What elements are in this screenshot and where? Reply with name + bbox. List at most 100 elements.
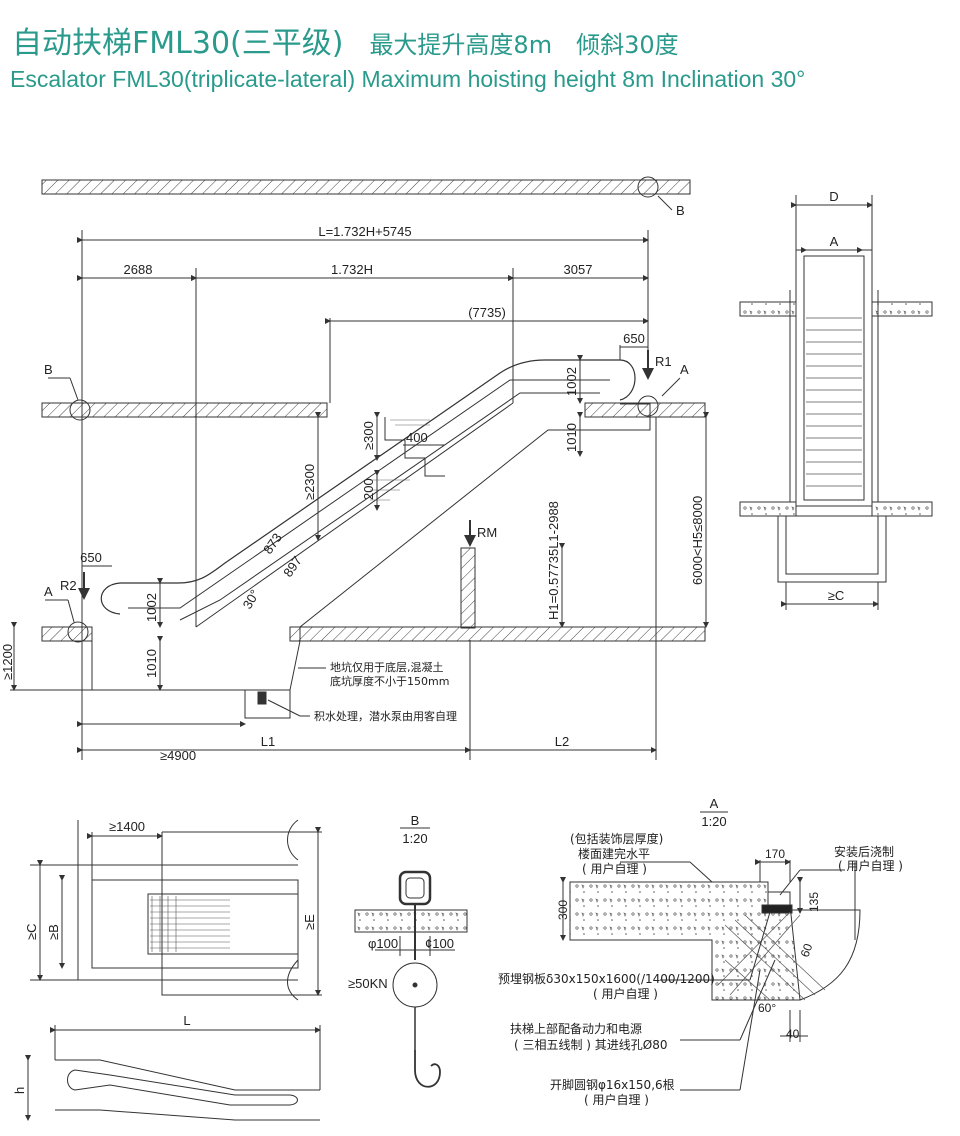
detail-circle-a-bottom: [67, 621, 89, 643]
detail-circle-b-left: [69, 399, 91, 421]
note-water: 积水处理，潜水泵由用客自理: [314, 709, 457, 723]
side-view-labels: L=1.732H+5745 2688 1.732H 3057 (7735) 65…: [0, 203, 705, 763]
detail-b-labels: B 1:20 φ100 ¢100 ≥50KN: [348, 813, 454, 991]
detail-a-note-power-2: ( 三相五线制 ) 其进线孔Ø80: [514, 1038, 668, 1052]
dim-right: 3057: [564, 262, 593, 277]
detail-a-angle-60: 60°: [758, 1001, 776, 1015]
front-upper-slab-left: [739, 301, 797, 317]
dim-1002-top: 1002: [564, 367, 579, 396]
dim-2300: ≥2300: [302, 464, 317, 500]
lower-floor-slab-right: [289, 626, 706, 642]
angle-30: 30°: [240, 587, 263, 612]
dim-h5: 6000<H5≤8000: [690, 496, 705, 585]
detail-a-note-1: (包括装饰层厚度): [570, 831, 663, 846]
detail-a-dim-300: 300: [556, 900, 570, 920]
detail-b: [354, 827, 468, 1088]
page-title-en: Escalator FML30(triplicate-lateral) Maxi…: [10, 66, 806, 92]
detail-circle-a-top: [637, 395, 659, 417]
detail-a-dim-135: 135: [807, 892, 821, 912]
detail-a-note-plate: 预埋钢板δ30x150x1600(/1400/1200): [498, 972, 715, 986]
dim-4900: ≥4900: [160, 748, 196, 763]
detail-b-scale: 1:20: [402, 831, 427, 846]
front-lower-slab-left: [739, 501, 797, 517]
front-pit: [777, 515, 887, 583]
detail-b-label: B: [411, 813, 420, 828]
page-subtitle: 最大提升高度8m 倾斜30度: [369, 31, 679, 59]
detail-a-plate: [761, 904, 793, 914]
profile-view: [55, 1059, 320, 1121]
front-view-labels: D A ≥C: [828, 189, 845, 603]
stair-steps: [384, 417, 445, 477]
detail-a-scale: 1:20: [701, 814, 726, 829]
label-b-top: B: [676, 203, 685, 218]
dim-left: 2688: [124, 262, 153, 277]
dim-873: 873: [260, 530, 285, 556]
dim-400: 400: [406, 430, 428, 445]
dim-1002-bottom: 1002: [144, 593, 159, 622]
label-b-left: B: [44, 362, 53, 377]
label-r1: R1: [655, 354, 672, 369]
plan-dim-c: ≥C: [24, 923, 39, 940]
detail-a-dim-40: 40: [786, 1027, 800, 1041]
dim-897: 897: [280, 553, 305, 579]
pump: [257, 691, 267, 705]
detail-a-note-power-1: 扶梯上部配备动力和电源: [510, 1021, 642, 1036]
plan-dim-l: L: [183, 1013, 190, 1028]
detail-b-phi100: φ100: [368, 936, 398, 951]
detail-a-dim-60: 60: [798, 941, 816, 959]
page-header: 自动扶梯FML30(三平级) 最大提升高度8m 倾斜30度 Escalator F…: [10, 6, 950, 98]
detail-a-note-2: 楼面建完水平: [578, 846, 650, 861]
detail-a-note-plate-2: ( 用户自理 ): [593, 986, 658, 1001]
plan-view-labels: ≥1400 ≥C ≥B ≥E L h: [12, 819, 317, 1094]
handrail: [100, 359, 636, 615]
pit: [244, 689, 291, 719]
truss-lower-chord: [195, 402, 514, 628]
dim-mid: 1.732H: [331, 262, 373, 277]
dim-200: 200: [361, 478, 376, 500]
support-column: [460, 547, 476, 629]
front-view: [739, 195, 933, 610]
page-title: 自动扶梯FML30(三平级): [12, 26, 344, 61]
detail-a-note-steel: 开脚圆钢φ16x150,6根: [550, 1077, 675, 1092]
plan-dim-b: ≥B: [46, 924, 61, 940]
label-rm: RM: [477, 525, 497, 540]
label-a-bottom: A: [44, 584, 53, 599]
detail-a-install-2: ( 用户自理 ): [838, 858, 903, 873]
detail-b-c100: ¢100: [425, 936, 454, 951]
front-dim-c: ≥C: [828, 588, 845, 603]
dim-l1: L1: [261, 734, 275, 749]
front-dim-a: A: [830, 234, 839, 249]
dim-650-top: 650: [623, 331, 645, 346]
upper-floor-slab-right: [584, 402, 706, 418]
note-pit-2: 底坑厚度不小于150mm: [330, 674, 449, 688]
detail-a-dim-170: 170: [765, 847, 785, 861]
front-dim-d: D: [829, 189, 838, 204]
detail-a-note-3: ( 用户自理 ): [582, 861, 647, 876]
detail-a-labels: A 1:20 (包括装饰层厚度) 楼面建完水平 ( 用户自理 ) 安装后浇制 (…: [498, 796, 903, 1107]
note-pit-1: 地坑仅用于底层,混凝土: [330, 660, 444, 674]
detail-b-load: ≥50KN: [348, 976, 388, 991]
lower-floor-slab: [41, 626, 93, 642]
detail-a-note-steel-2: ( 用户自理 ): [584, 1092, 649, 1107]
dim-650-bottom: 650: [80, 550, 102, 565]
front-upper-slab-right: [871, 301, 933, 317]
side-view: [10, 176, 709, 760]
front-lower-slab-right: [871, 501, 933, 517]
dim-1010-top: 1010: [564, 423, 579, 452]
hook-icon: [414, 1050, 441, 1088]
detail-a: [560, 811, 861, 1091]
step-line: [179, 392, 600, 621]
hook-anchor: [398, 870, 432, 906]
label-a-top: A: [680, 362, 689, 377]
dim-300: ≥300: [361, 421, 376, 450]
label-r2: R2: [60, 578, 77, 593]
plan-dim-1400: ≥1400: [109, 819, 145, 834]
plan-dim-e: ≥E: [302, 914, 317, 930]
title-cn-row: 自动扶梯FML30(三平级) 最大提升高度8m 倾斜30度: [12, 18, 679, 62]
dim-l2: L2: [555, 734, 569, 749]
plan-dim-h: h: [12, 1087, 27, 1094]
plan-slab-outline: [77, 820, 298, 996]
detail-a-label: A: [710, 796, 719, 811]
detail-a-install-1: 安装后浇制: [834, 844, 894, 859]
dim-h1: H1=0.57735L1-2988: [546, 501, 561, 620]
